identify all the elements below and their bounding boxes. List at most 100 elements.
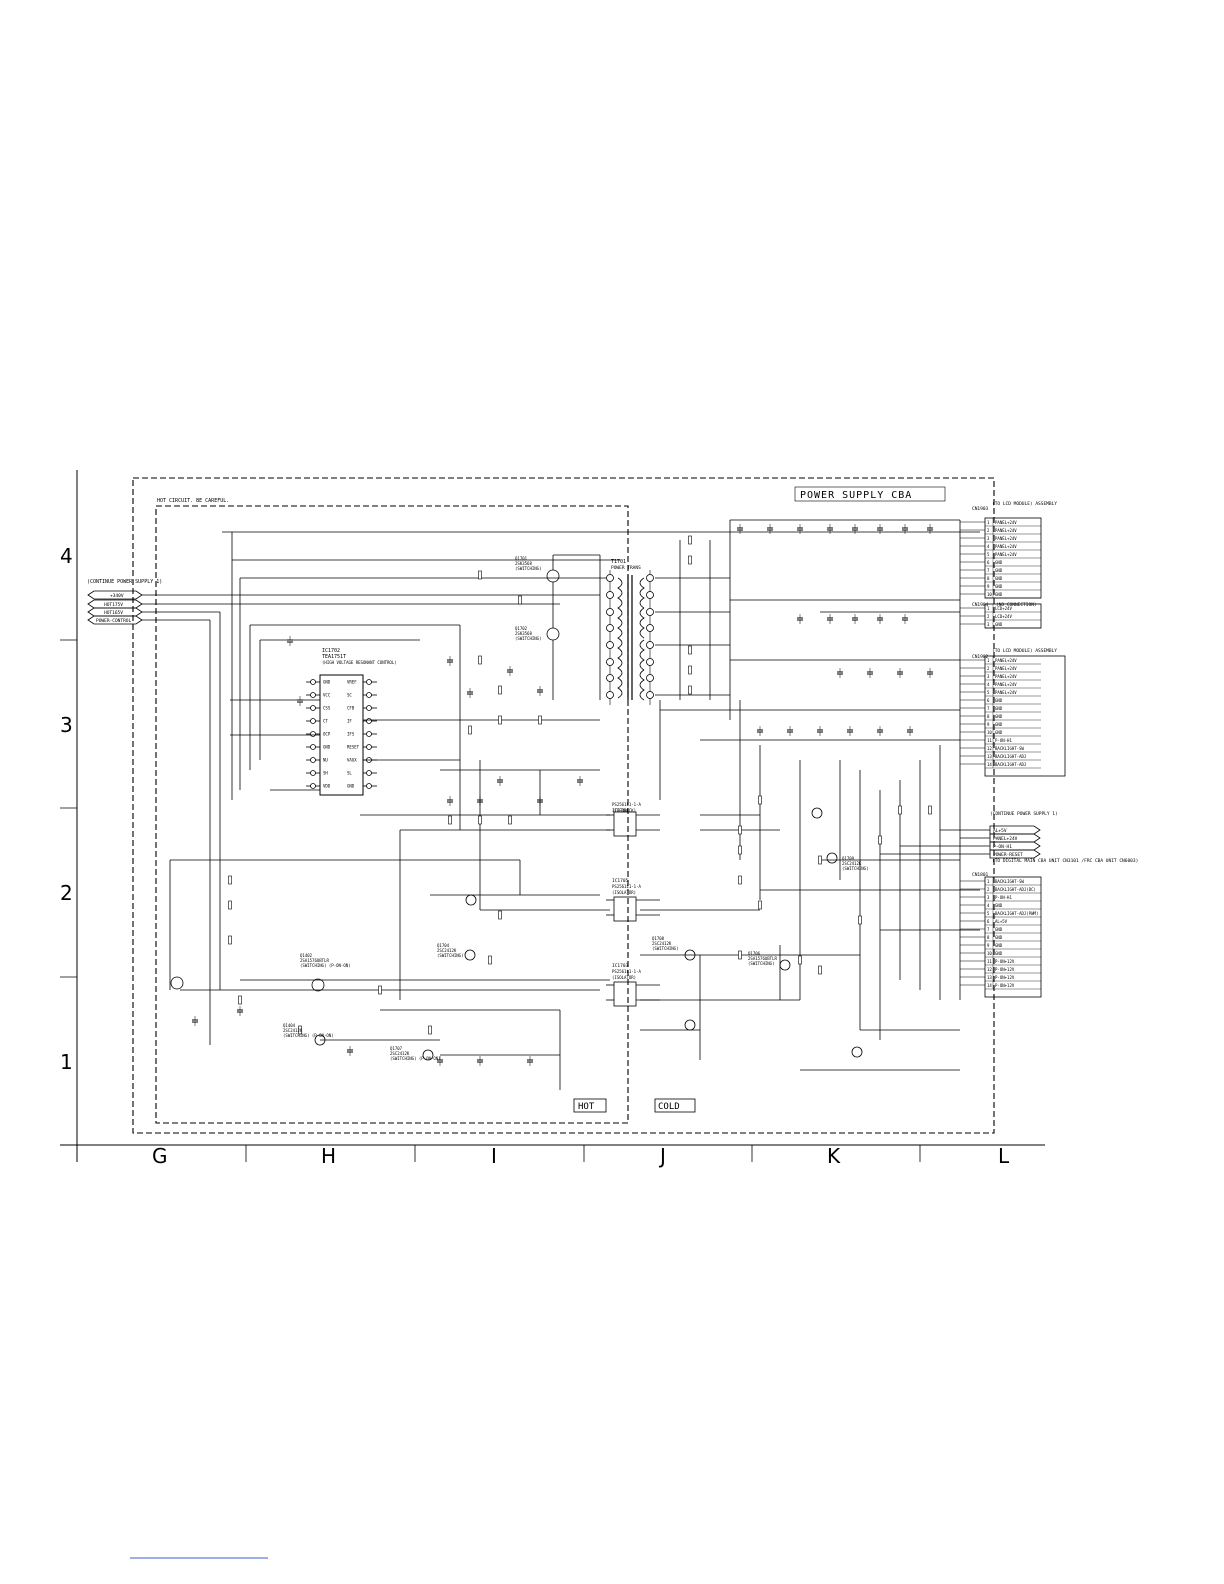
flag-power-control: POWER-CONTROL xyxy=(96,618,132,624)
cn1902-pin-label: PANEL+24V xyxy=(995,682,1017,687)
col-label-g: G xyxy=(152,1144,168,1168)
row-label-2: 2 xyxy=(60,881,73,905)
cn1902-pin-label: GND xyxy=(995,698,1003,703)
cn1903-pin-number: 4 xyxy=(987,544,990,549)
cn1904-pin-number: 3 xyxy=(987,622,990,627)
cn1801-pin-number: 11 xyxy=(987,959,992,964)
flag-340v: +340V xyxy=(110,593,124,599)
cn1801-pin-label: GND xyxy=(995,943,1003,948)
cn1902-ref: CN1902 xyxy=(972,654,989,660)
transistor-desc: (SWITCHING) xyxy=(748,961,775,966)
transistor-desc: (SWITCHING) xyxy=(515,566,542,571)
col-label-l: L xyxy=(998,1144,1010,1168)
transistor-part: 2SK3568 xyxy=(515,561,532,566)
cn1801-pin-number: 3 xyxy=(987,895,990,900)
cn1902-pin-number: 5 xyxy=(987,690,990,695)
cn1902-pin-label: BACKLIGHT-SW xyxy=(995,746,1024,751)
cn1904-note: (NO CONNECTION) xyxy=(996,602,1037,608)
cn1903-pin-number: 10 xyxy=(987,592,992,597)
ic1702-pin-left: CT xyxy=(323,719,328,724)
ic1705-desc: (ISOLATOR) xyxy=(612,890,636,895)
transistor-part: 2SC2412K xyxy=(283,1028,303,1033)
transistor-ref: Q1704 xyxy=(437,943,450,948)
ic1703-desc: (ISOLATOR) xyxy=(612,975,636,980)
cn1902-pin-number: 10 xyxy=(987,730,992,735)
cn1801-pin-number: 4 xyxy=(987,903,990,908)
cn1902-pin-number: 1 xyxy=(987,658,990,663)
ic1702-pin-right: IFS xyxy=(347,732,355,737)
transistor-part: 2SC2412K xyxy=(390,1051,410,1056)
ic1702-pin-right: VREF xyxy=(347,680,357,685)
cn1903-pin-number: 2 xyxy=(987,528,990,533)
cn1903-pin-number: 5 xyxy=(987,552,990,557)
ic1704-desc: (FEEDBACK) xyxy=(612,808,636,813)
transistor-part: 2SA1576UBTLR xyxy=(748,956,777,961)
transistor-ref: Q1404 xyxy=(283,1023,296,1028)
cn1801-pin-number: 14 xyxy=(987,983,992,988)
t1701-ref: T1701 xyxy=(611,559,626,565)
cn1902-pin-number: 3 xyxy=(987,674,990,679)
cn1904-pin-label: LCD+24V xyxy=(995,614,1012,619)
cn1801-pin-number: 8 xyxy=(987,935,990,940)
transistor-ref: Q1706 xyxy=(748,951,761,956)
cn1801-pin-label: P-ON-H1 xyxy=(995,895,1012,900)
transistor-desc: (SWITCHING) (P-ON-ON) xyxy=(283,1033,334,1038)
hot-warning: HOT CIRCUIT. BE CAREFUL. xyxy=(157,498,229,504)
cn1902-pin-label: PANEL+24V xyxy=(995,658,1017,663)
cn1904-pin-label: GND xyxy=(995,622,1003,627)
cn1904-pin-label: LCD+24V xyxy=(995,606,1012,611)
col-label-i: I xyxy=(491,1144,497,1168)
ic1702-pin-left: GND xyxy=(323,745,331,750)
cn1903-pin-label: PANEL+24V xyxy=(995,520,1017,525)
hot-label: HOT xyxy=(578,1102,595,1112)
ic1702-pin-right: SL xyxy=(347,771,352,776)
cn1801-pin-number: 7 xyxy=(987,927,990,932)
cn1903-pin-number: 3 xyxy=(987,536,990,541)
transistor-desc: (SWITCHING) xyxy=(437,953,464,958)
cn1801-pin-number: 12 xyxy=(987,967,992,972)
cn1903-pin-number: 9 xyxy=(987,584,990,589)
transistor-desc: (SWITCHING) (P-ON-ON) xyxy=(300,963,351,968)
cn1903-pin-label: PANEL+24V xyxy=(995,552,1017,557)
cn1903-pin-label: GND xyxy=(995,560,1003,565)
cn1902-pin-number: 14 xyxy=(987,762,992,767)
cn1904-pin-number: 2 xyxy=(987,614,990,619)
cn1903-pin-label: PANEL+24V xyxy=(995,544,1017,549)
cn1902-pin-label: P-ON-H1 xyxy=(995,738,1012,743)
board-outline xyxy=(132,477,995,1134)
transistor-ref: Q1707 xyxy=(390,1046,403,1051)
right-flags-note: (CONTINUE POWER SUPPLY 1) xyxy=(990,811,1058,817)
cn1801-pin-number: 10 xyxy=(987,951,992,956)
cn1801-pin-number: 5 xyxy=(987,911,990,916)
transistor-ref: Q1708 xyxy=(652,936,665,941)
ic1702-desc: (HIGH VOLTAGE RESONANT CONTROL) xyxy=(322,660,397,665)
cn1903-pin-label: GND xyxy=(995,576,1003,581)
cn1801-pin-label: GND xyxy=(995,927,1003,932)
ic1702-pin-left: CSS xyxy=(323,706,331,711)
cn1902-pin-label: GND xyxy=(995,722,1003,727)
cn1801-pin-label: GND xyxy=(995,951,1003,956)
ic1704-part: PS2561L1-1-A xyxy=(612,802,641,807)
cn1903-note: (TO LCD MODULE) ASSEMBLY xyxy=(992,501,1057,507)
cn1902-pin-number: 13 xyxy=(987,754,992,759)
cn1801-pin-label: P-ON+12V xyxy=(995,975,1015,980)
cn1801-pin-label: AL+5V xyxy=(995,919,1008,924)
ic1703-ref: IC1703 xyxy=(612,963,629,969)
ic1702-pin-right: GND xyxy=(347,784,355,789)
ic1702-part: TEA1751T xyxy=(322,654,346,660)
board-title: POWER SUPPLY CBA xyxy=(800,490,912,501)
cn1902-pin-number: 6 xyxy=(987,698,990,703)
hot-area-outline xyxy=(155,505,629,1124)
ic1705-part: PS2561L1-1-A xyxy=(612,884,641,889)
transistor-desc: (SWITCHING) xyxy=(652,946,679,951)
cn1801-pin-number: 13 xyxy=(987,975,992,980)
cn1801-pin-label: P-ON+12V xyxy=(995,983,1015,988)
transistor-ref: Q1402 xyxy=(300,953,313,958)
cn1902-pin-label: PANEL+24V xyxy=(995,690,1017,695)
flag-hot175v: HOT175V xyxy=(104,602,123,608)
cn1904-pin-number: 1 xyxy=(987,606,990,611)
cn1801-ref: CN1801 xyxy=(972,872,989,878)
t1701-desc: POWER TRANS xyxy=(611,565,641,571)
ic1705-ref: IC1705 xyxy=(612,878,629,884)
ic1702-pin-left: GND xyxy=(323,680,331,685)
